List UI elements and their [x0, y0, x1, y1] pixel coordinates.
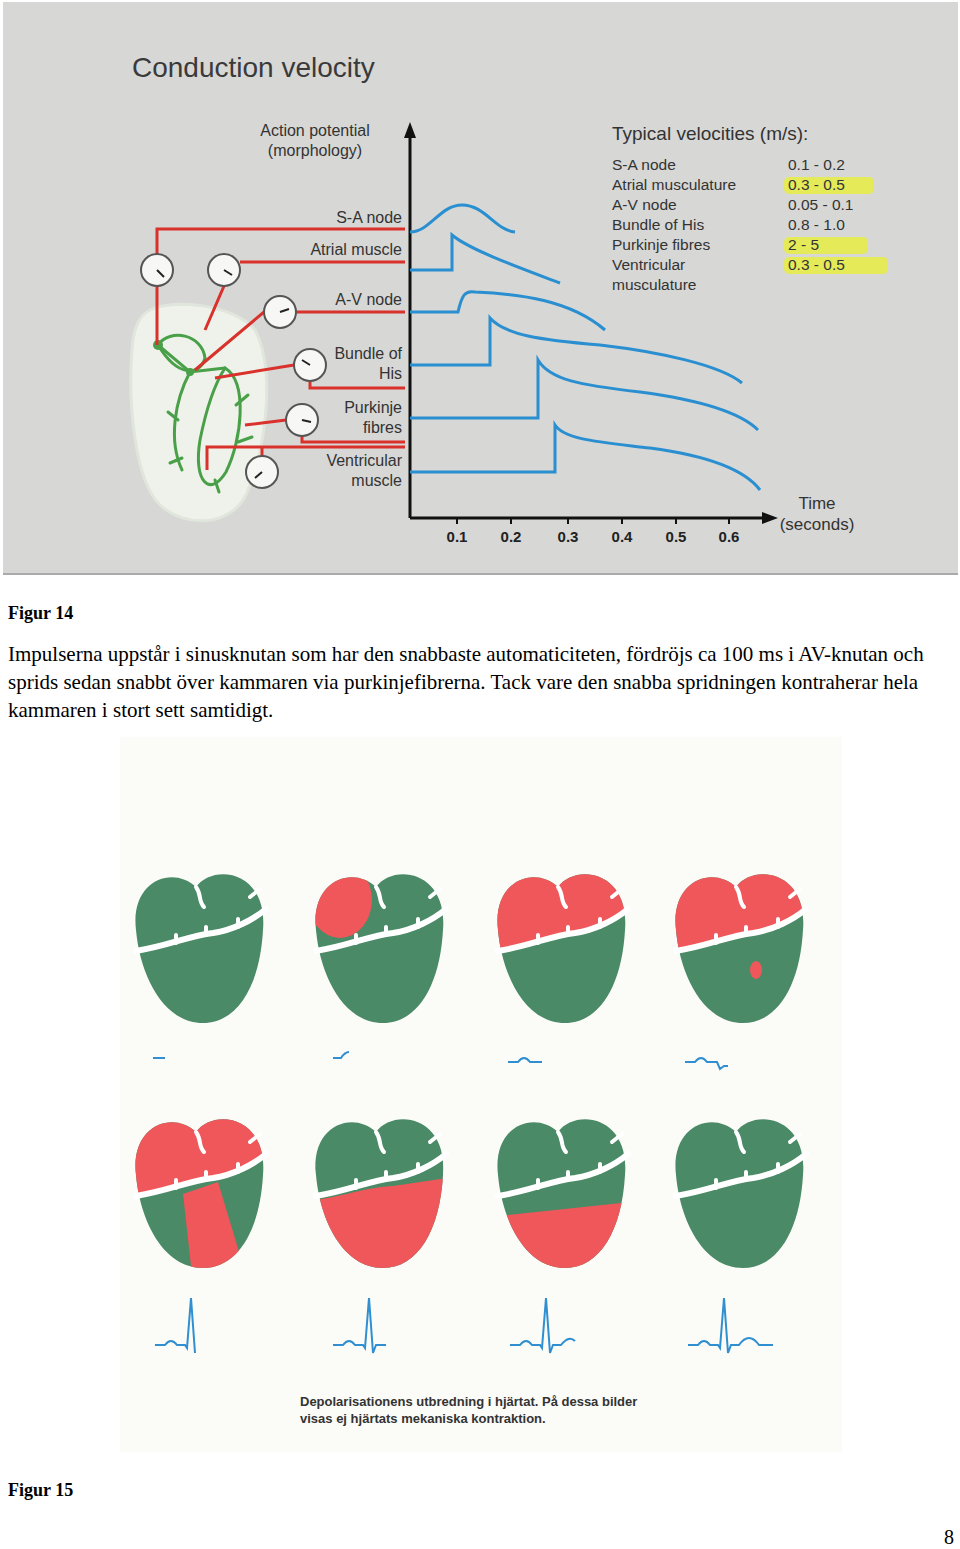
ecg-traces	[153, 1052, 773, 1353]
tick-label: 0.5	[654, 528, 698, 547]
structure-label: Ventricular muscle	[302, 451, 402, 491]
axis-label: Action potential (morphology)	[230, 121, 400, 161]
tick-label: 0.6	[707, 528, 751, 547]
velocity-value: 0.3 - 0.5	[788, 255, 888, 275]
velocity-value: 0.3 - 0.5	[788, 175, 888, 195]
table-cell: S-A node	[612, 155, 782, 175]
axis-label: Time (seconds)	[772, 493, 862, 535]
structure-label: S-A node	[302, 208, 402, 228]
page-number: 8	[944, 1525, 954, 1549]
photo-ground	[3, 2, 958, 575]
gauge-symbols	[141, 254, 326, 488]
table-cell: Ventricular musculature	[612, 255, 730, 295]
tick-label: 0.1	[435, 528, 479, 547]
table-cell: A-V node	[612, 195, 782, 215]
figure-number: Figur 15	[8, 1479, 73, 1502]
photo-ground	[120, 737, 842, 1452]
velocity-value: 2 - 5	[788, 235, 888, 255]
electrode-wires	[157, 229, 405, 470]
tick-label: 0.2	[489, 528, 533, 547]
table-cell: Purkinje fibres	[612, 235, 782, 255]
heart-outline	[131, 304, 267, 521]
figure-caption: Impulserna uppstår i sinusknutan som har…	[8, 640, 960, 724]
structure-label: Bundle of His	[332, 344, 402, 384]
structure-label: A-V node	[302, 290, 402, 310]
table-cell: Atrial musculature	[612, 175, 782, 195]
chart-title: Conduction velocity	[132, 50, 375, 85]
figure-number: Figur 14	[8, 602, 73, 625]
tick-label: 0.4	[600, 528, 644, 547]
table-cell: Bundle of His	[612, 215, 782, 235]
velocity-value: 0.8 - 1.0	[788, 215, 888, 235]
table-heading: Typical velocities (m/s):	[612, 122, 932, 146]
picture-caption: Depolarisationens utbredning i hjärtat. …	[300, 1393, 650, 1427]
velocity-value: 0.1 - 0.2	[788, 155, 888, 175]
tick-label: 0.3	[546, 528, 590, 547]
heart-panels	[118, 845, 828, 1290]
velocity-value: 0.05 - 0.1	[788, 195, 888, 215]
structure-label: Atrial muscle	[282, 240, 402, 260]
structure-label: Purkinje fibres	[327, 398, 402, 438]
